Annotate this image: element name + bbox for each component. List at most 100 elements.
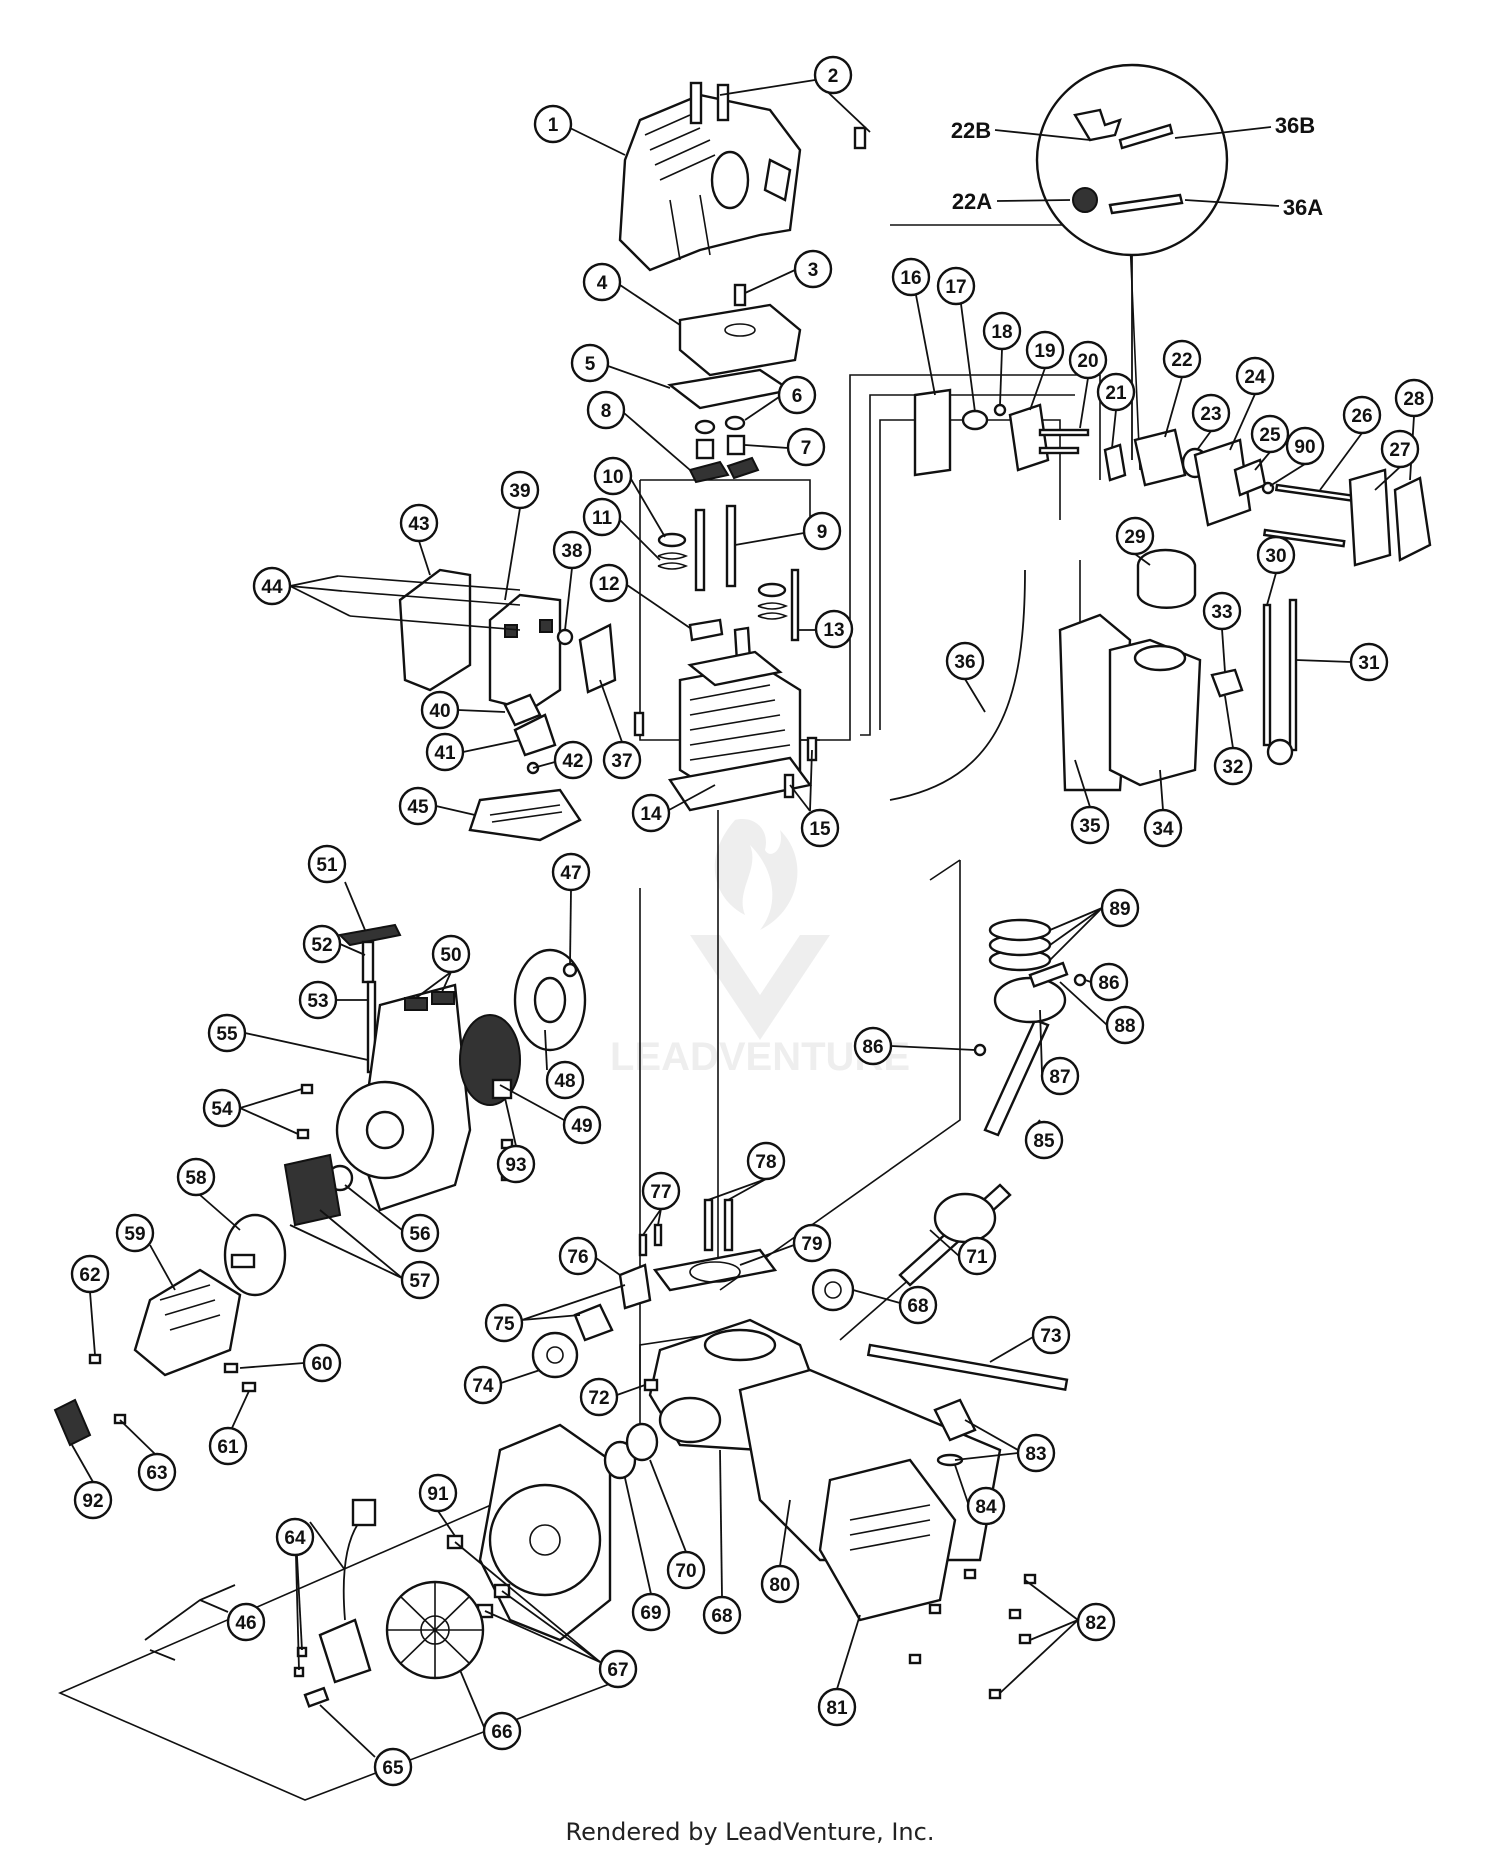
callout-text: 17 [945,277,966,298]
callout-49: 49 [562,1105,602,1145]
callout-text: 31 [1358,653,1380,674]
callout-82: 82 [1076,1602,1116,1642]
callout-76: 76 [558,1236,598,1276]
callout-text: 10 [602,467,623,488]
callout-22A: 22A [952,189,992,214]
callout-text: 30 [1265,546,1286,567]
callout-text: 64 [284,1528,306,1549]
callout-14: 14 [631,793,671,833]
muffler-assembly [337,568,617,842]
callout-text: 47 [560,863,581,884]
callout-68: 68 [898,1285,938,1325]
callout-34: 34 [1143,808,1183,848]
callout-text: 29 [1124,527,1145,548]
callout-71: 71 [957,1236,997,1276]
callout-74: 74 [463,1365,503,1405]
callout-text: 88 [1114,1016,1135,1037]
callout-text: 52 [311,935,332,956]
callout-79: 79 [792,1223,832,1263]
callout-text: 57 [409,1271,430,1292]
callout-73: 73 [1031,1315,1071,1355]
callout-text: 53 [307,991,328,1012]
callout-22B: 22B [951,118,991,143]
callout-text: 40 [429,701,450,722]
callout-text: 66 [491,1722,512,1743]
callout-text: 22 [1171,350,1192,371]
callout-60: 60 [302,1343,342,1383]
callout-77: 77 [641,1171,681,1211]
callout-59: 59 [115,1213,155,1253]
callout-text: 54 [211,1099,233,1120]
callout-42: 42 [553,740,593,780]
callout-text: 4 [597,273,608,294]
callout-text: 75 [493,1314,515,1335]
callout-53: 53 [298,980,338,1020]
callout-13: 13 [814,609,854,649]
footer-credit: Rendered by LeadVenture, Inc. [565,1818,935,1846]
callout-83: 83 [1016,1433,1056,1473]
callout-text: 12 [598,574,619,595]
callout-92: 92 [73,1480,113,1520]
callout-68: 68 [702,1595,742,1635]
callout-text: 36A [1283,195,1323,220]
callout-36B: 36B [1275,113,1315,138]
callout-text: 78 [755,1152,776,1173]
callout-31: 31 [1349,642,1389,682]
callout-text: 11 [592,508,613,529]
callout-93: 93 [496,1144,536,1184]
callout-91: 91 [418,1473,458,1513]
callout-1: 1 [533,104,573,144]
callout-52: 52 [302,924,342,964]
callout-text: 9 [817,522,828,543]
callout-39: 39 [500,470,540,510]
callout-text: 83 [1025,1444,1046,1465]
callout-text: 22A [952,189,992,214]
callout-46: 46 [226,1602,266,1642]
callout-57: 57 [400,1260,440,1300]
callout-41: 41 [425,732,465,772]
callout-16: 16 [891,257,931,297]
callout-text: 35 [1079,816,1101,837]
callout-text: 82 [1085,1613,1106,1634]
recoil-starter [296,923,587,1212]
callout-35: 35 [1070,805,1110,845]
fuel-tank [1058,548,1298,792]
callout-33: 33 [1202,591,1242,631]
callout-text: 60 [311,1354,332,1375]
callout-text: 86 [862,1037,883,1058]
engine-shroud [618,93,802,272]
callout-45: 45 [398,786,438,826]
callout-47: 47 [551,852,591,892]
callout-text: 71 [966,1247,988,1268]
callout-72: 72 [579,1377,619,1417]
choke-detail [1035,63,1229,460]
carburetor-group [913,388,1432,567]
callout-text: 85 [1033,1131,1055,1152]
callout-text: 61 [217,1437,239,1458]
callout-2: 2 [813,55,853,95]
callout-text: 86 [1098,973,1119,994]
callout-55: 55 [207,1013,247,1053]
callout-text: 59 [124,1224,145,1245]
callout-text: 49 [571,1116,592,1137]
callout-67: 67 [598,1649,638,1689]
callout-text: 13 [823,620,844,641]
callout-text: 63 [146,1463,167,1484]
callout-text: 42 [562,751,583,772]
callout-58: 58 [176,1157,216,1197]
valve-train [657,504,800,664]
callout-text: 22B [951,118,991,143]
callout-text: 6 [792,386,803,407]
callout-text: 2 [828,66,839,87]
callout-54: 54 [202,1088,242,1128]
callout-text: 81 [826,1698,848,1719]
callout-86: 86 [853,1026,893,1066]
air-filter-cover [667,303,802,484]
callout-87: 87 [1040,1056,1080,1096]
callout-text: 18 [991,322,1012,343]
callout-text: 79 [801,1234,822,1255]
callout-text: 21 [1105,383,1127,404]
callout-text: 90 [1294,437,1315,458]
callout-70: 70 [666,1550,706,1590]
